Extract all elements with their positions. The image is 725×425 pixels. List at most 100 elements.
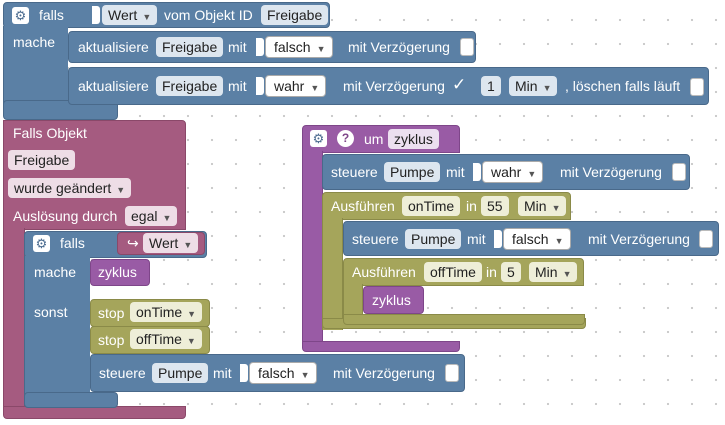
verzoegerung-checkbox[interactable]: [672, 163, 686, 181]
function-name-field[interactable]: zyklus: [388, 129, 439, 149]
input-socket: [256, 77, 264, 95]
um-label: um: [364, 131, 384, 147]
triangle-down-icon: ▼: [187, 309, 197, 319]
zyklus-call-label: zyklus: [98, 264, 137, 280]
if-block-spine: [3, 26, 68, 108]
zyklus-call-block[interactable]: [90, 259, 150, 286]
trigger-block-spine: [3, 228, 25, 408]
triangle-down-icon: ▼: [162, 213, 172, 223]
ausfuehren-label: Ausführen: [352, 264, 416, 280]
mit-verzoegerung-label: mit Verzögerung: [348, 39, 450, 55]
falls-label: falls: [39, 7, 64, 23]
mit-verzoegerung-label: mit Verzögerung: [333, 365, 435, 381]
zyklus-call-block[interactable]: [363, 286, 424, 314]
steuere-target-field[interactable]: Pumpe: [152, 363, 209, 383]
falls-label: falls: [60, 235, 85, 251]
input-socket: [494, 230, 502, 248]
mache-label: mache: [13, 34, 56, 50]
triangle-down-icon: ▼: [310, 83, 320, 93]
timer-name-field[interactable]: onTime: [402, 196, 461, 216]
inner-if-bottom: [24, 392, 118, 408]
stop-label: stop: [98, 305, 125, 321]
input-socket: [92, 6, 100, 24]
timer-name-field[interactable]: offTime: [424, 262, 482, 282]
triangle-down-icon: ▼: [554, 236, 564, 246]
triangle-down-icon: ▼: [542, 83, 552, 93]
timeout-ontime-spine: [322, 218, 343, 330]
timer-unit-dropdown[interactable]: Min▼: [529, 262, 578, 282]
aktualisiere-label: aktualisiere: [78, 78, 149, 94]
inner-if-spine: [24, 256, 90, 398]
steuere-label: steuere: [331, 164, 378, 180]
mit-label: mit: [446, 164, 465, 180]
loeschen-falls-laeuft-label: , löschen falls läuft: [565, 78, 681, 94]
delay-unit-dropdown[interactable]: Min▼: [509, 76, 558, 96]
timer-unit-dropdown[interactable]: Min▼: [518, 196, 567, 216]
triangle-down-icon: ▼: [316, 44, 326, 54]
in-label: in: [486, 264, 497, 280]
delay-value-field[interactable]: 1: [481, 76, 501, 96]
mit-label: mit: [213, 365, 232, 381]
value-dropdown-falsch[interactable]: falsch▼: [265, 36, 333, 58]
triangle-down-icon: ▼: [551, 203, 561, 213]
triangle-down-icon: ▼: [116, 185, 126, 195]
sonst-label: sonst: [34, 304, 68, 320]
value-dropdown-falsch[interactable]: falsch▼: [249, 362, 317, 384]
stop-label: stop: [98, 332, 125, 348]
if-block-bottom: [3, 100, 118, 120]
stop-offtime-dropdown[interactable]: offTime▼: [130, 329, 202, 349]
mit-label: mit: [228, 78, 247, 94]
verzoegerung-checkbox[interactable]: [460, 38, 474, 56]
triangle-down-icon: ▼: [527, 169, 537, 179]
gear-icon[interactable]: ⚙: [33, 235, 50, 252]
verzoegerung-checkbox[interactable]: [699, 230, 713, 248]
timeout-offtime-bottom: [343, 314, 585, 325]
trigger-objekt-field[interactable]: Freigabe: [8, 150, 76, 170]
zyklus-call-label: zyklus: [372, 292, 411, 308]
mit-verzoegerung-label: mit Verzögerung: [343, 78, 445, 94]
triangle-down-icon: ▼: [183, 240, 193, 250]
triangle-down-icon: ▼: [142, 12, 152, 22]
triangle-down-icon: ▼: [562, 269, 572, 279]
mit-verzoegerung-label: mit Verzögerung: [560, 164, 662, 180]
ausfuehren-label: Ausführen: [331, 198, 395, 214]
verzoegerung-checkbox-checked[interactable]: ✓: [452, 75, 467, 94]
timer-value-field[interactable]: 55: [481, 196, 509, 216]
return-arrow-icon: ↪: [127, 235, 139, 251]
ausloesung-dropdown[interactable]: egal▼: [125, 206, 178, 226]
mache-label: mache: [34, 264, 77, 280]
stop-ontime-dropdown[interactable]: onTime▼: [130, 302, 203, 322]
value-dropdown-wahr[interactable]: wahr▼: [482, 161, 544, 183]
wert-dropdown[interactable]: Wert▼: [143, 233, 199, 253]
ausloesung-durch-label: Auslösung durch: [13, 208, 118, 224]
falls-objekt-label: Falls Objekt: [13, 125, 87, 141]
timeout-offtime-spine: [343, 284, 363, 318]
value-dropdown-falsch[interactable]: falsch▼: [503, 228, 571, 250]
mit-label: mit: [467, 231, 486, 247]
triangle-down-icon: ▼: [186, 336, 196, 346]
aktualisiere-target-field[interactable]: Freigabe: [156, 37, 224, 57]
mit-label: mit: [228, 39, 247, 55]
trigger-block[interactable]: [3, 120, 186, 230]
objekt-id-field[interactable]: Freigabe: [261, 5, 329, 25]
gear-icon[interactable]: ⚙: [12, 7, 29, 24]
verzoegerung-checkbox[interactable]: [445, 364, 459, 382]
in-label: in: [466, 198, 477, 214]
value-dropdown-wahr[interactable]: wahr▼: [265, 75, 327, 97]
aktualisiere-label: aktualisiere: [78, 39, 149, 55]
steuere-label: steuere: [352, 231, 399, 247]
aktualisiere-target-field[interactable]: Freigabe: [156, 76, 224, 96]
steuere-target-field[interactable]: Pumpe: [405, 229, 462, 249]
help-icon[interactable]: ?: [337, 130, 354, 147]
function-block-bottom: [302, 341, 460, 352]
wert-dropdown[interactable]: Wert▼: [102, 5, 158, 25]
input-socket: [256, 38, 264, 56]
input-socket: [240, 364, 248, 382]
input-socket: [473, 163, 481, 181]
loeschen-checkbox[interactable]: [690, 78, 704, 96]
steuere-target-field[interactable]: Pumpe: [384, 162, 441, 182]
timer-value-field[interactable]: 5: [501, 262, 521, 282]
function-block-spine: [302, 151, 323, 343]
wurde-geaendert-dropdown[interactable]: wurde geändert▼: [8, 178, 132, 198]
gear-icon[interactable]: ⚙: [310, 130, 327, 147]
